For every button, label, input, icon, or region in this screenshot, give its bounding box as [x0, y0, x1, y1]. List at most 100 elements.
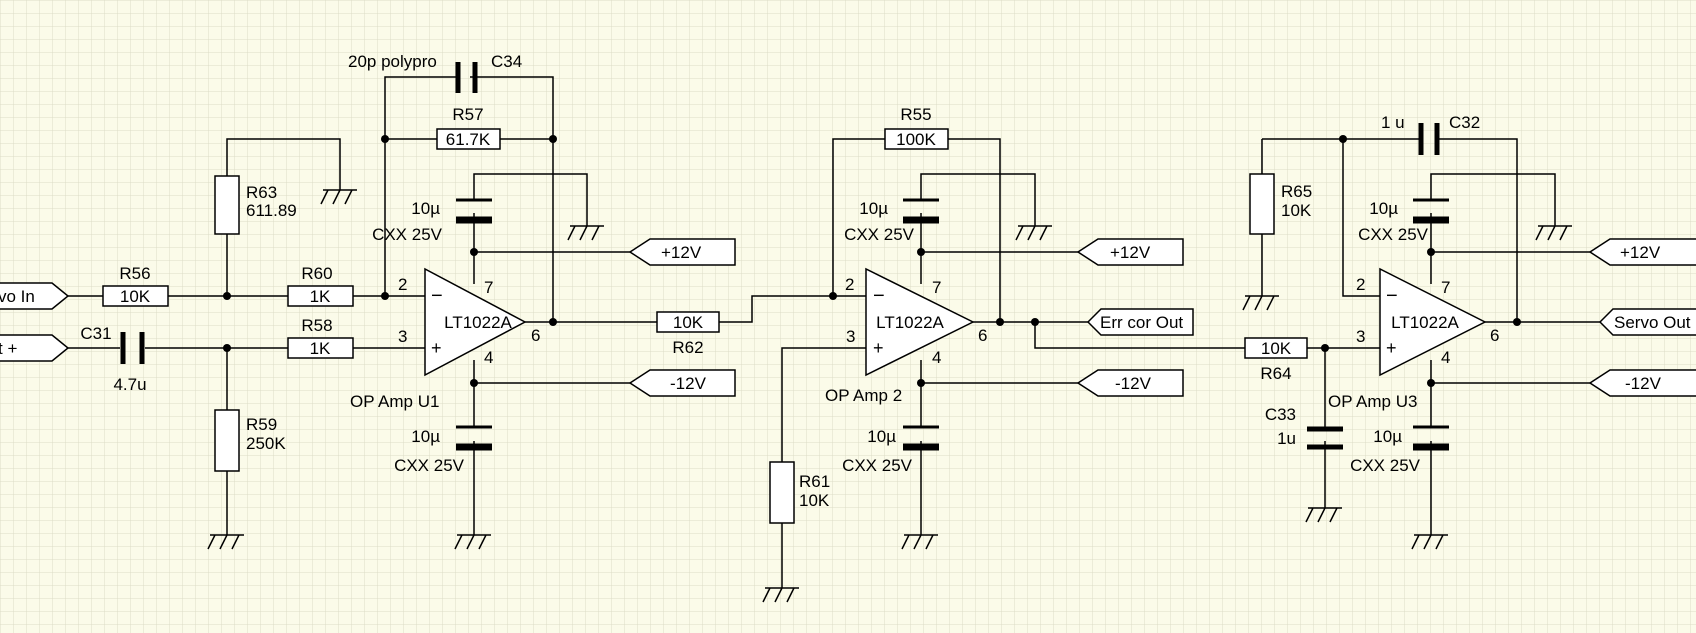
port-plus12-u3: +12V [1588, 238, 1696, 266]
junction-dot [223, 344, 231, 352]
resistor-body [214, 175, 240, 235]
pin-number: 4 [1441, 348, 1450, 367]
resistor-body [1244, 337, 1308, 359]
resistor-r62: 10K R62 [656, 311, 720, 357]
resistor-value: 10K [1261, 339, 1292, 358]
junction-dot [1427, 379, 1435, 387]
resistor-r61: R61 10K [769, 461, 830, 524]
junction-dot [917, 379, 925, 387]
junction-dot [996, 318, 1004, 326]
capacitor-rating: CXX 25V [372, 225, 443, 244]
resistor-value: 1K [310, 287, 331, 306]
capacitor-value: 10µ [411, 427, 440, 446]
ground-symbol [1411, 534, 1448, 550]
pin-number: 4 [484, 348, 493, 367]
capacitor-bypass-u3-bot: 10µ CXX 25V [1350, 425, 1449, 475]
junction-dot [549, 135, 557, 143]
capacitor-rating: CXX 25V [394, 456, 465, 475]
resistor-body [214, 409, 240, 472]
resistor-ref: R55 [900, 105, 931, 124]
resistor-ref: R59 [246, 415, 277, 434]
capacitor-ref: C34 [491, 52, 522, 71]
junction-dot [549, 318, 557, 326]
resistor-value: 1K [310, 339, 331, 358]
pin-number: 3 [1356, 327, 1365, 346]
opamp-triangle [424, 267, 527, 377]
opamp-u1: − + LT1022A 2 3 7 4 6 OP Amp U1 [350, 267, 540, 411]
port-label: +12V [1620, 243, 1661, 262]
port-label: t + [0, 339, 17, 358]
port-minus12-u2: -12V [1076, 369, 1184, 397]
resistor-r64: 10K R64 [1244, 337, 1308, 383]
pin-number: 2 [845, 275, 854, 294]
port-plus12-u1: +12V [628, 238, 736, 266]
port-servo-out: Servo Out [1598, 308, 1696, 336]
resistor-ref: R65 [1281, 182, 1312, 201]
resistor-ref: R57 [452, 105, 483, 124]
pin-number: 2 [398, 275, 407, 294]
port-input-plus: t + [0, 334, 70, 362]
capacitor-rating: CXX 25V [842, 456, 913, 475]
opamp-plus-sign: + [873, 338, 884, 358]
capacitor-rating: CXX 25V [1358, 225, 1429, 244]
capacitor-value: 10µ [1369, 199, 1398, 218]
ground-symbol [762, 587, 799, 603]
ground-symbol [1242, 295, 1279, 311]
resistor-value: 100K [896, 130, 936, 149]
resistor-body [287, 285, 354, 307]
opamp-u2: − + LT1022A 2 3 7 4 6 OP Amp 2 [825, 267, 987, 405]
pin-number: 7 [484, 278, 493, 297]
capacitor-bypass-u1-bot: 10µ CXX 25V [394, 425, 492, 475]
capacitor-value: 10µ [859, 199, 888, 218]
resistor-r65: R65 10K [1249, 173, 1312, 235]
capacitor-value: 10µ [1373, 427, 1402, 446]
capacitor-ref: C31 [80, 324, 111, 343]
resistor-ref: R61 [799, 472, 830, 491]
port-label: +12V [661, 243, 702, 262]
capacitor-rating: CXX 25V [1350, 456, 1421, 475]
junction-dot [223, 292, 231, 300]
capacitor-bypass-u2-bot: 10µ CXX 25V [842, 425, 939, 475]
resistor-value: 10K [673, 313, 704, 332]
port-label: -12V [670, 374, 707, 393]
resistor-ref: R62 [672, 338, 703, 357]
resistor-ref: R60 [301, 264, 332, 283]
opamp-part: LT1022A [444, 313, 512, 332]
port-servo-in: vo In [0, 282, 70, 310]
opamp-minus-sign: − [431, 285, 443, 307]
opamp-minus-sign: − [873, 285, 885, 307]
capacitor-ref: C32 [1449, 113, 1480, 132]
junction-dot [1427, 248, 1435, 256]
capacitor-c32: 1 u C32 [1381, 113, 1480, 155]
junction-dot [381, 292, 389, 300]
junction-dot [917, 248, 925, 256]
ground-symbol [320, 189, 357, 205]
junction-dot [470, 379, 478, 387]
resistor-r60: 1K R60 [287, 264, 354, 307]
junction-dot [1513, 318, 1521, 326]
pin-number: 3 [846, 327, 855, 346]
capacitor-value: 4.7u [113, 375, 146, 394]
capacitor-c31: C31 4.7u [80, 324, 146, 394]
ground-symbol [1015, 225, 1052, 241]
ground-symbol [207, 534, 244, 550]
capacitor-ref: C33 [1265, 405, 1296, 424]
opamp-plus-sign: + [1386, 338, 1397, 358]
resistor-body [102, 285, 169, 307]
capacitor-value: 10µ [411, 199, 440, 218]
capacitor-bypass-u2-top: 10µ CXX 25V [844, 198, 939, 244]
port-label: -12V [1625, 374, 1662, 393]
ground-symbol [1305, 507, 1342, 523]
resistor-r57: 61.7K R57 [436, 105, 501, 150]
pin-number: 7 [932, 278, 941, 297]
resistor-r58: 1K R58 [287, 316, 354, 359]
junction-dot [1321, 344, 1329, 352]
wires [68, 76, 1600, 588]
resistor-ref: R58 [301, 316, 332, 335]
port-minus12-u3: -12V [1588, 369, 1696, 397]
resistor-ref: R64 [1260, 364, 1291, 383]
pin-number: 4 [932, 348, 941, 367]
pin-number: 6 [531, 326, 540, 345]
opamp-minus-sign: − [1386, 285, 1398, 307]
